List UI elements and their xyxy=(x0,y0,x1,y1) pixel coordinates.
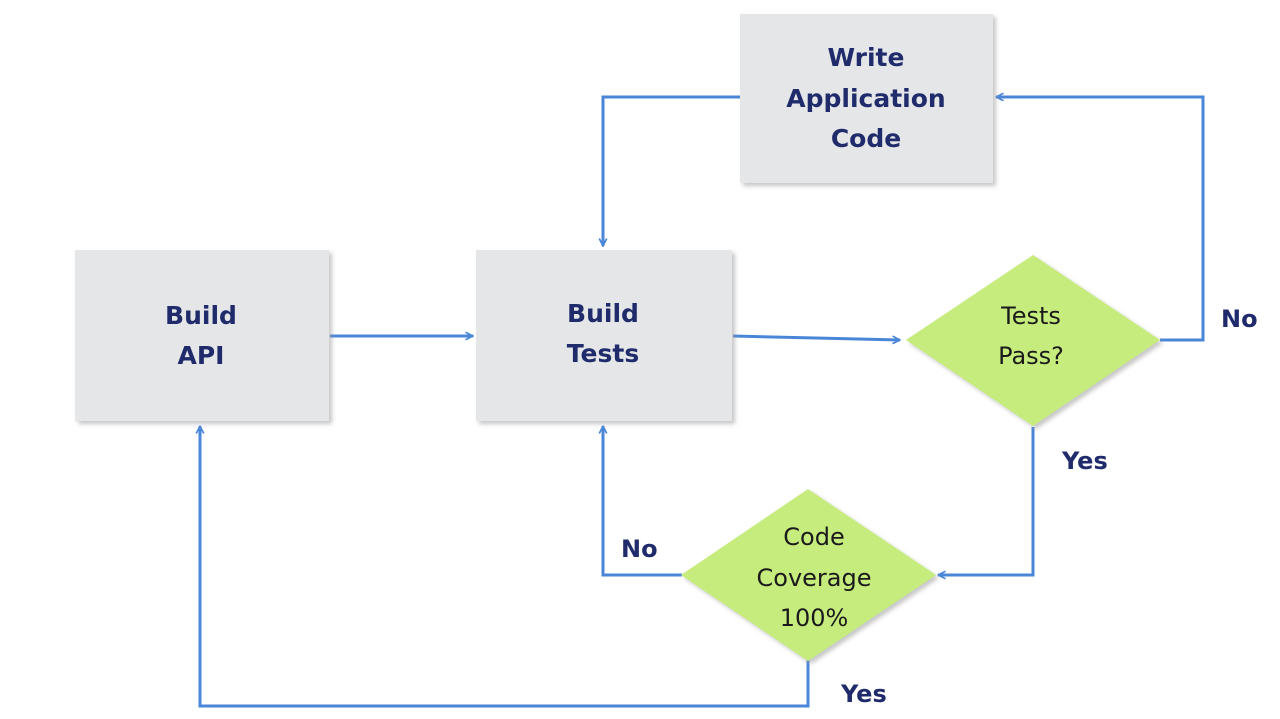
tests-pass-line-1: Tests xyxy=(1000,302,1061,330)
write-application-code-box: Write Application Code xyxy=(740,14,993,183)
coverage-yes-label: Yes xyxy=(840,680,887,708)
arrow-tests-pass-no xyxy=(996,97,1205,342)
arrow-coverage-yes xyxy=(200,426,810,708)
code-coverage-line-1: Code xyxy=(783,523,844,551)
build-tests-box: Build Tests xyxy=(476,250,732,421)
write-code-line-3: Code xyxy=(831,124,901,153)
code-coverage-decision: Code Coverage 100% xyxy=(681,489,936,661)
write-code-line-2: Application xyxy=(786,84,945,113)
arrow-code-to-tests xyxy=(603,95,740,246)
build-tests-line-1: Build xyxy=(567,299,639,328)
arrow-tests-to-decision xyxy=(732,334,900,340)
tests-pass-no-label: No xyxy=(1221,305,1258,333)
build-api-line-2: API xyxy=(178,341,225,370)
code-coverage-line-3: 100% xyxy=(780,604,849,632)
tests-pass-decision: Tests Pass? xyxy=(906,255,1160,426)
code-coverage-line-2: Coverage xyxy=(757,564,872,592)
build-api-box: Build API xyxy=(75,250,329,421)
connectors xyxy=(200,95,1205,708)
build-api-line-1: Build xyxy=(165,301,237,330)
build-tests-line-2: Tests xyxy=(567,339,639,368)
arrow-coverage-no xyxy=(603,426,682,577)
arrow-tests-pass-yes xyxy=(938,427,1035,575)
coverage-no-label: No xyxy=(621,535,658,563)
write-code-line-1: Write xyxy=(828,43,905,72)
tests-pass-line-2: Pass? xyxy=(998,342,1064,370)
edge-labels: No Yes No Yes xyxy=(621,305,1258,708)
tests-pass-yes-label: Yes xyxy=(1061,447,1108,475)
